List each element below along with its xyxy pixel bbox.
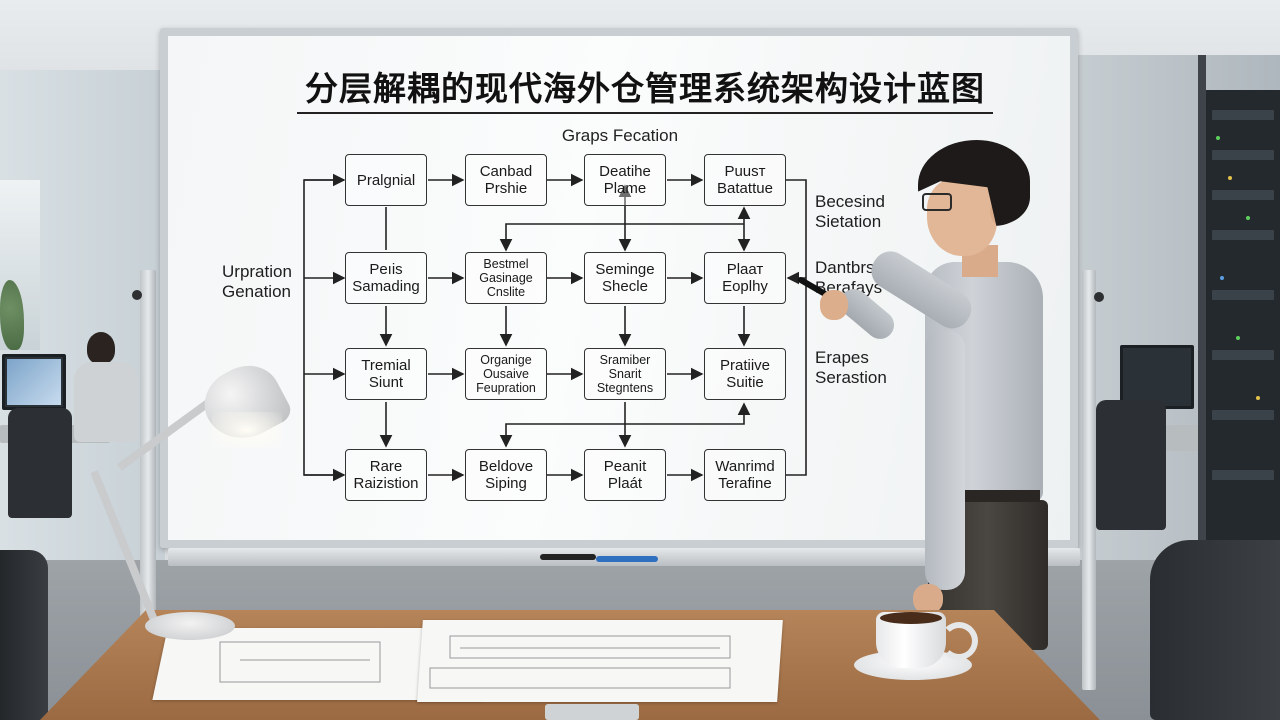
diagram-node: Peıis Samading bbox=[345, 252, 427, 304]
lamp-light bbox=[212, 412, 282, 448]
diagram-node: Canbad Prshie bbox=[465, 154, 547, 206]
title-underline bbox=[297, 112, 993, 114]
whiteboard-title: 分层解耦的现代海外仓管理系统架构设计蓝图 bbox=[305, 69, 985, 108]
server-rack bbox=[1206, 90, 1280, 550]
marker bbox=[596, 556, 658, 562]
diagram-node: Sramiber Snarit Stegntens bbox=[584, 348, 666, 400]
phone bbox=[545, 704, 639, 720]
background-chair bbox=[8, 408, 72, 518]
marker bbox=[540, 554, 596, 560]
presenter-right-hand bbox=[820, 290, 848, 320]
background-monitor bbox=[2, 354, 66, 410]
diagram-node: Plaат Eoplhy bbox=[704, 252, 786, 304]
presenter-left-hand bbox=[913, 584, 943, 614]
partition bbox=[1198, 55, 1206, 615]
diagram-node: Tremial Siunt bbox=[345, 348, 427, 400]
diagram-node: Peanit Plaát bbox=[584, 449, 666, 501]
diagram-node: Pratiive Suitie bbox=[704, 348, 786, 400]
diagram-node: Rare Raizistion bbox=[345, 449, 427, 501]
diagram-node: Beldove Siping bbox=[465, 449, 547, 501]
foreground-chair bbox=[1150, 540, 1280, 720]
diagram-node: Wanrimd Terafine bbox=[704, 449, 786, 501]
cup-handle bbox=[940, 622, 978, 660]
diagram-node: Organige Ousaive Feupration bbox=[465, 348, 547, 400]
background-person-body bbox=[74, 362, 138, 442]
coffee bbox=[880, 612, 942, 624]
presenter-left-arm bbox=[925, 330, 965, 590]
stand-knob bbox=[1094, 292, 1104, 302]
whiteboard-subtitle: Graps Fecation bbox=[561, 126, 679, 145]
diagram-node: Pralgnial bbox=[345, 154, 427, 206]
presenter-face bbox=[927, 178, 997, 256]
whiteboard-stand bbox=[1082, 270, 1096, 690]
side-label-right-top: Becesind Sietation bbox=[815, 192, 885, 231]
stand-knob bbox=[132, 290, 142, 300]
background-chair bbox=[1096, 400, 1166, 530]
background-person-head bbox=[87, 332, 115, 364]
foreground-chair bbox=[0, 550, 48, 720]
diagram-node: Deatihe Plame bbox=[584, 154, 666, 206]
side-label-right-bottom: Erapes Serastion bbox=[815, 348, 887, 387]
presenter-glasses bbox=[922, 193, 952, 211]
diagram-node: Puusт Batattue bbox=[704, 154, 786, 206]
blueprint-paper bbox=[417, 620, 783, 702]
desk-lamp-base bbox=[145, 612, 235, 640]
side-label-left: Urpration Genation bbox=[222, 262, 292, 301]
left-office-area bbox=[0, 70, 165, 630]
diagram-node: Seminge Shecle bbox=[584, 252, 666, 304]
diagram-node: Bestmel Gasinage Cnslite bbox=[465, 252, 547, 304]
